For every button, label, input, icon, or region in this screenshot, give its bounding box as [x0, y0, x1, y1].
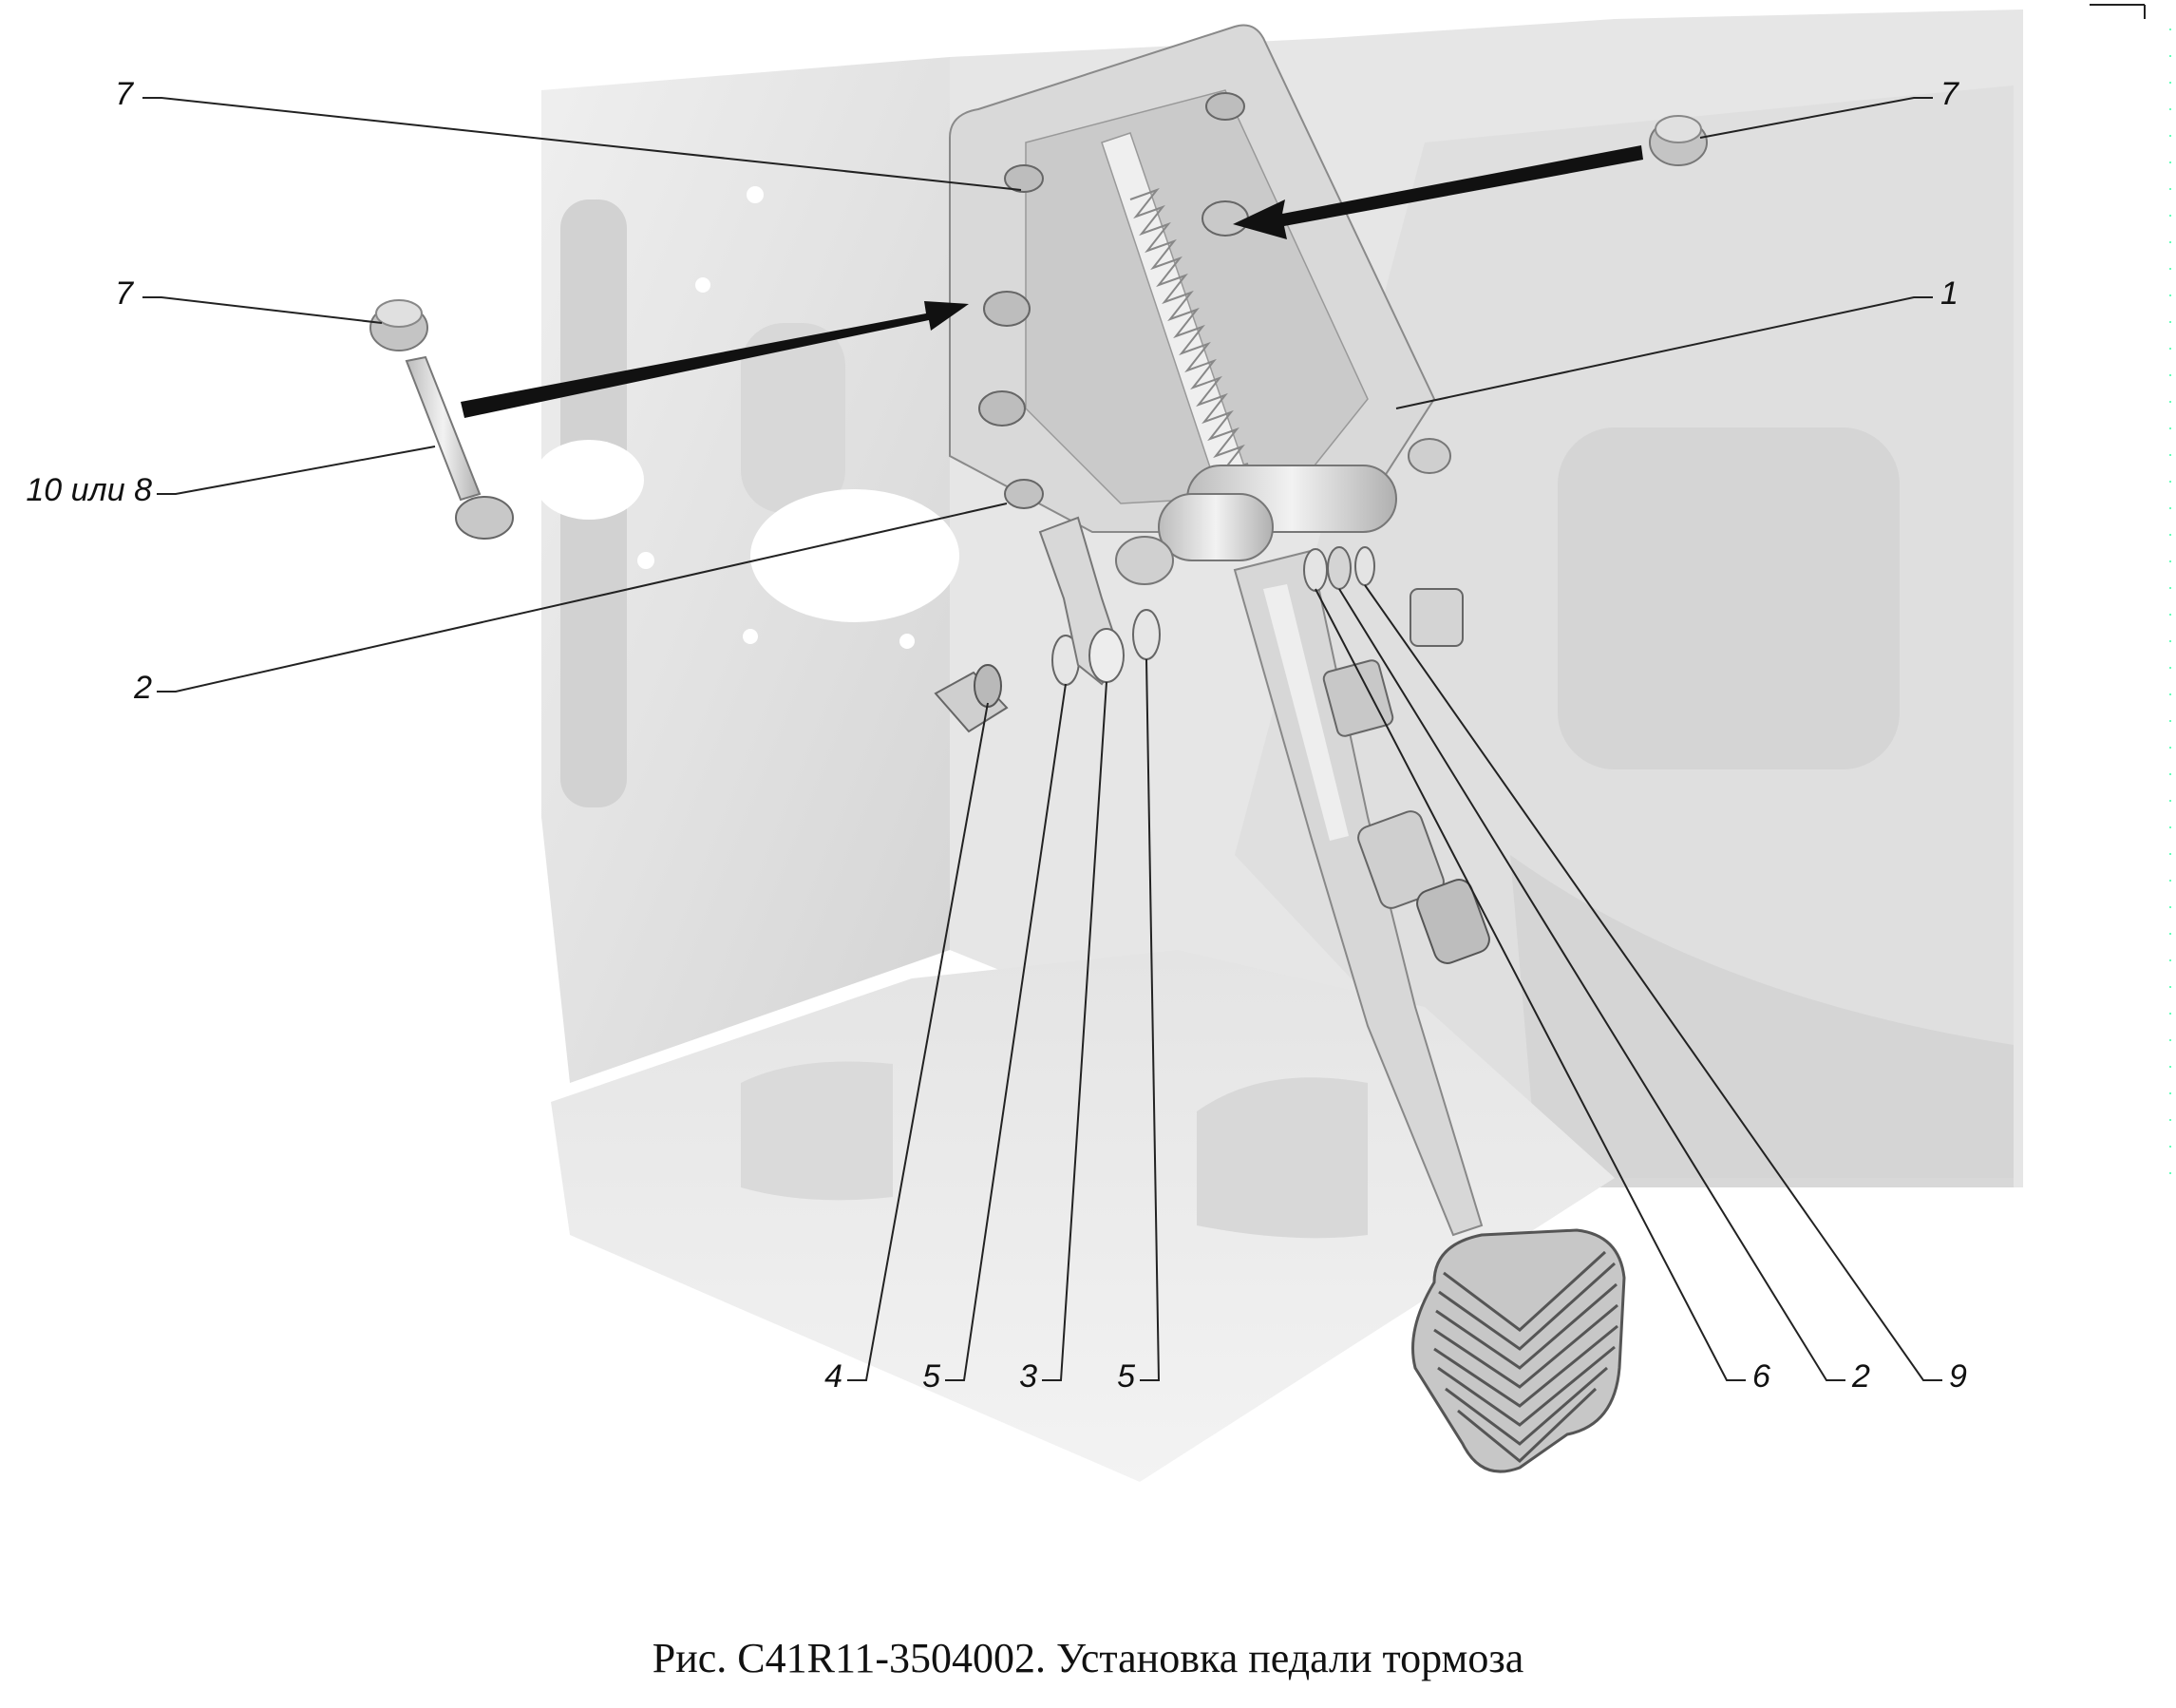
brake-light-switch	[1322, 588, 1490, 964]
assembly-arrow-left	[461, 301, 969, 418]
callout-5-right: 5	[1117, 1358, 1135, 1395]
callout-7-top-left: 7	[115, 76, 134, 112]
loose-nut-7	[369, 299, 428, 351]
pedal-arm	[1233, 549, 1484, 1237]
pivot-tube	[1115, 438, 1451, 585]
callout-6: 6	[1752, 1358, 1770, 1395]
callout-labels: 7 7 7 1 10 или 8 2 4 5 3 5 6 2 9	[26, 76, 1967, 1395]
mounting-studs	[978, 92, 1249, 427]
callout-3: 3	[1019, 1358, 1037, 1395]
callout-5-left: 5	[922, 1358, 940, 1395]
assembly-arrow-right	[1233, 145, 1643, 239]
callout-7-top-right: 7	[1940, 76, 1959, 112]
clevis-pin-4	[934, 664, 1009, 733]
bolt-10-or-8	[405, 355, 514, 540]
return-spring	[1129, 187, 1249, 476]
figure-caption: Рис. C41R11-3504002. Установка педали то…	[652, 1635, 1524, 1681]
callout-4: 4	[824, 1358, 842, 1395]
pedal-pad	[1411, 1228, 1626, 1473]
callout-9: 9	[1949, 1358, 1967, 1395]
bushing-parts	[1004, 479, 1375, 592]
callout-1: 1	[1940, 275, 1958, 312]
leader-lines	[142, 97, 1942, 1381]
washer-5-right	[1132, 609, 1161, 660]
page-edge-mark	[2090, 4, 2171, 1187]
callout-10-or-8: 10 или 8	[26, 472, 152, 508]
callout-2-right: 2	[1851, 1358, 1870, 1395]
loose-nut-7-right	[1649, 115, 1708, 166]
callout-2-left: 2	[133, 670, 152, 706]
callout-7-left: 7	[115, 275, 134, 312]
